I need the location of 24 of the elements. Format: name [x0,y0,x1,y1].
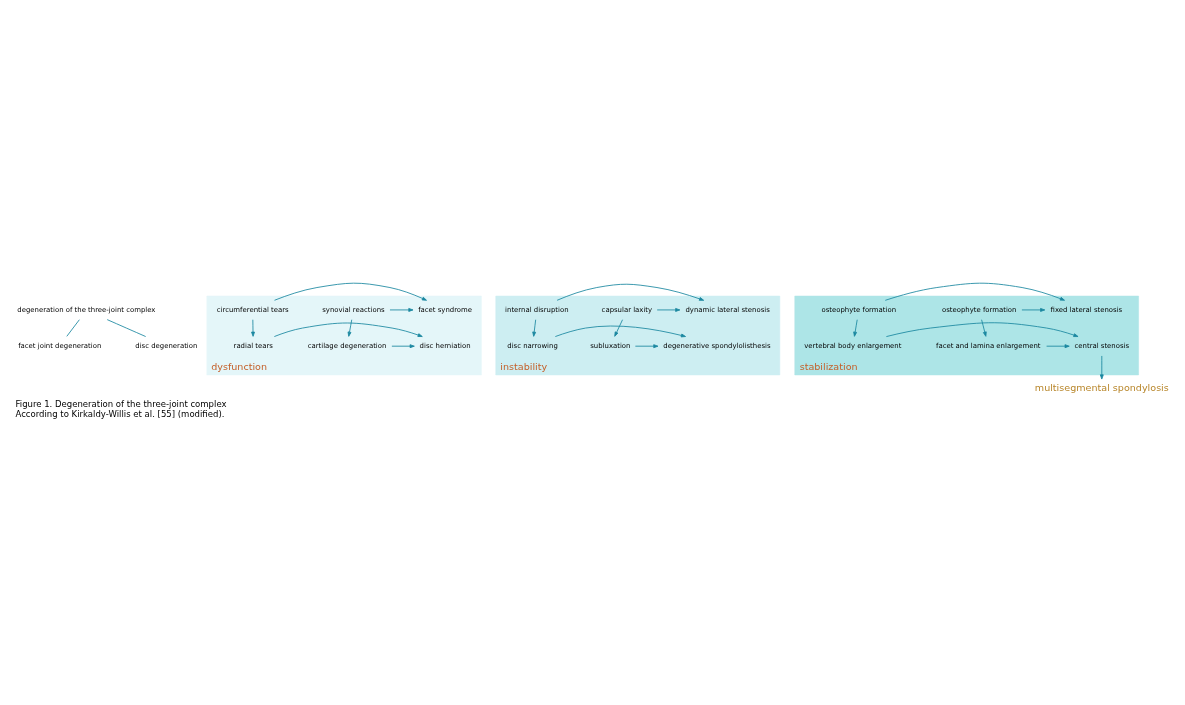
arrow [532,319,537,337]
arrow [884,282,1065,301]
arrow [853,319,858,337]
arrow [656,308,681,312]
node-text: multisegmental spondylosis [1034,382,1169,394]
arrow [556,283,705,301]
arrow [389,308,414,312]
arrow [634,344,659,349]
diagram-title: Figure 1. Degeneration of the three-joint complex [15,399,227,410]
arrow [274,282,427,301]
arrow [614,319,623,337]
arrow [554,325,686,338]
arrow [273,322,423,337]
connector [66,319,80,337]
caption: According to Kirkaldy-Willis et al. [55] (modified). [15,408,225,419]
connector [106,319,147,337]
arrow [391,344,415,349]
arrow [251,319,255,337]
arrow [885,322,1079,337]
arrow [1021,308,1046,312]
arrow [981,319,987,337]
arrow [1046,344,1070,349]
arrow [347,319,353,337]
arrow [1099,355,1104,380]
